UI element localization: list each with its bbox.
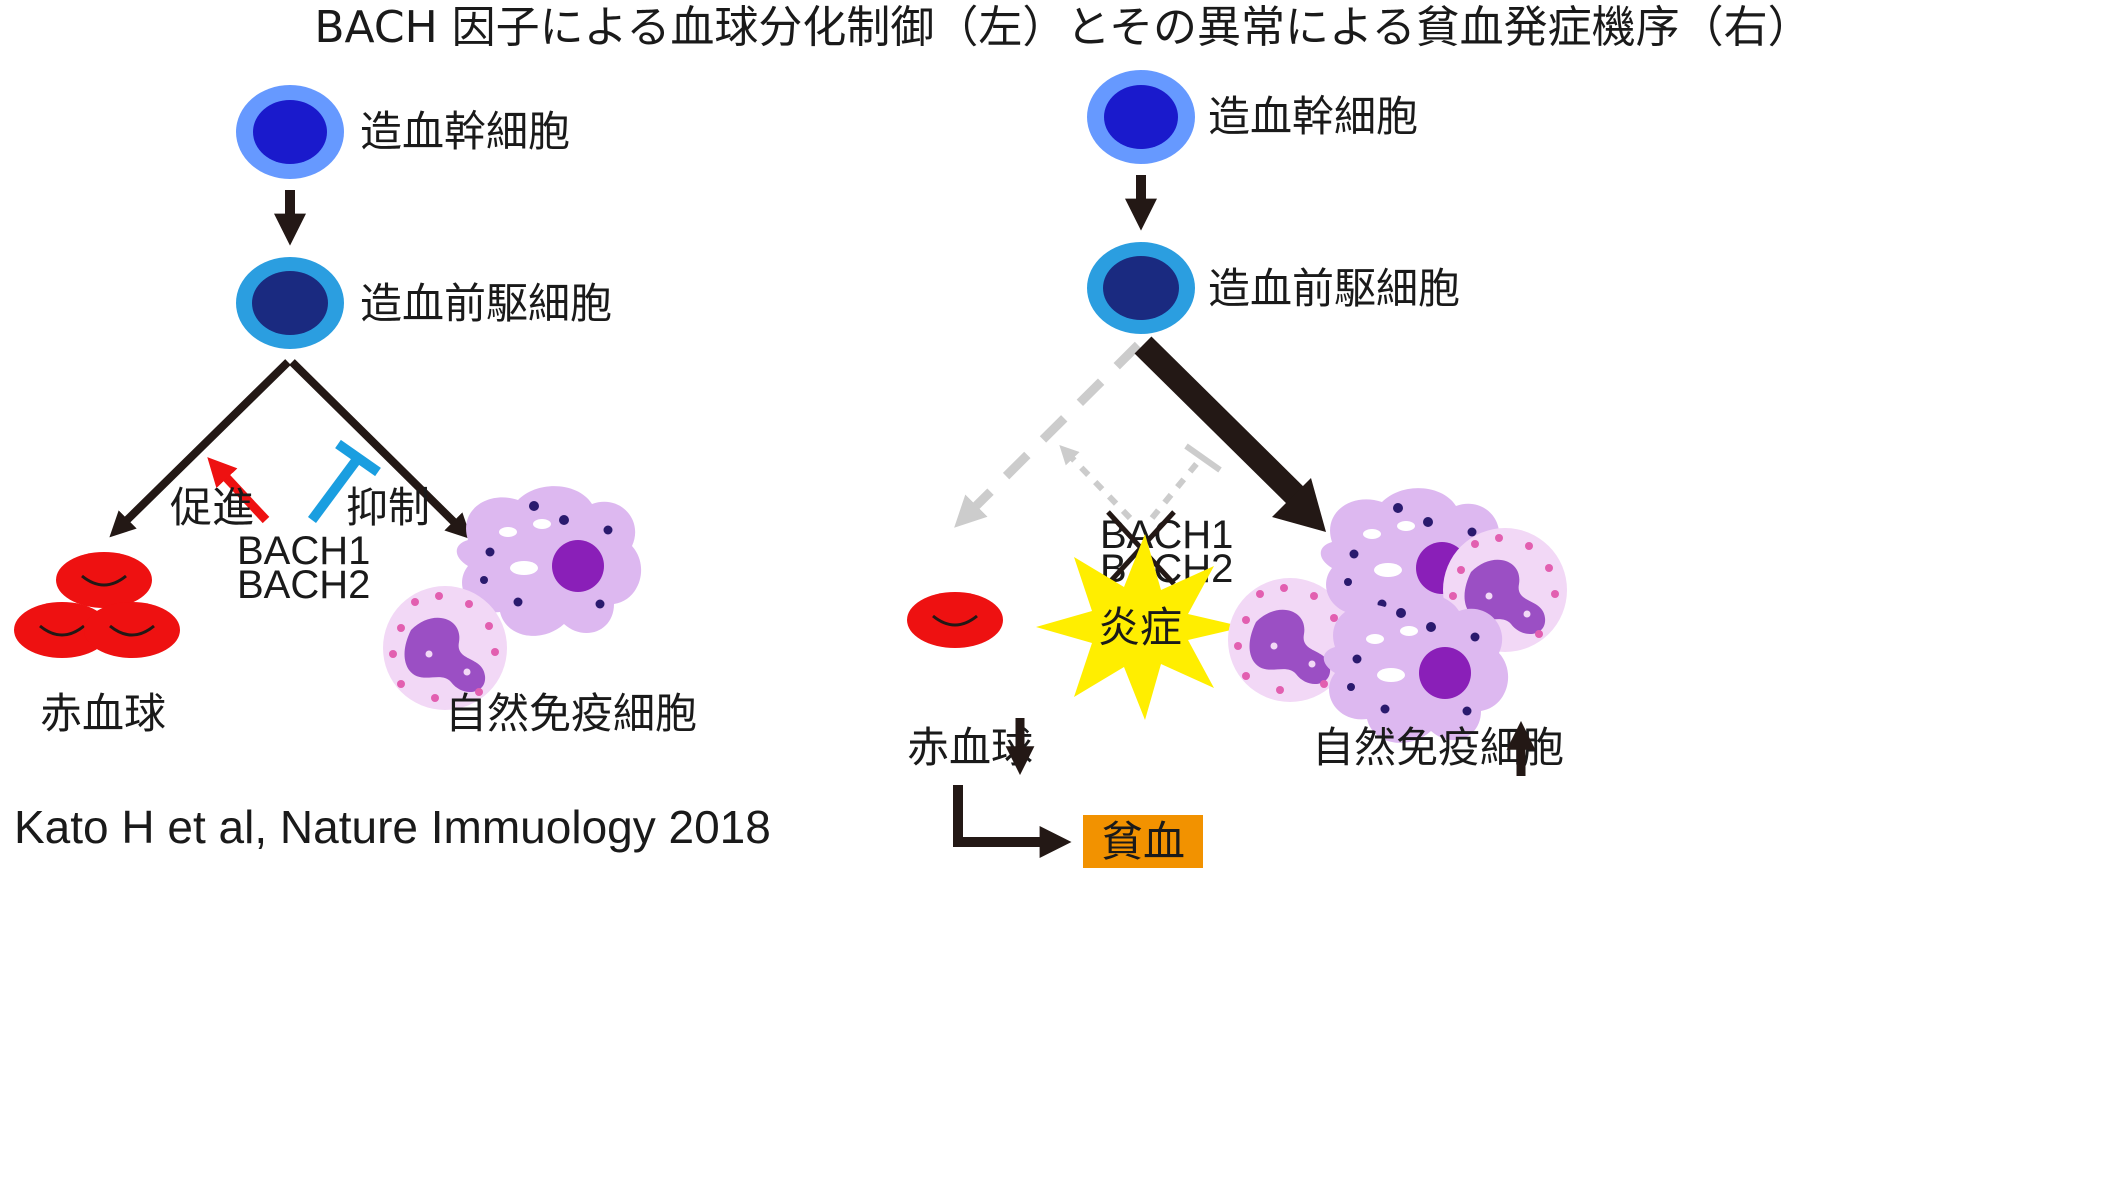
- anemia-label: 貧血: [1101, 817, 1185, 866]
- left-to-innate-arrow: [289, 359, 472, 540]
- enhanced-innate-path-head: [1272, 478, 1326, 532]
- suppress-arrow: [307, 439, 381, 523]
- anemia-box: [1083, 815, 1203, 868]
- right-panel: 造血幹細胞 造血前駆細胞 BACH1 BACH2 炎症 赤血球: [905, 70, 1567, 868]
- promote-label: 促進: [170, 483, 254, 532]
- left-bach1-label: BACH1: [237, 529, 370, 573]
- right-rbc: [905, 590, 1005, 650]
- left-to-erythrocyte-arrow: [109, 359, 291, 538]
- left-progenitor-cell: [236, 257, 344, 349]
- right-hsc-cell: [1087, 70, 1195, 164]
- right-macrophage-2: [1323, 593, 1509, 743]
- enhanced-innate-path: [1134, 336, 1311, 511]
- left-hsc-label: 造血幹細胞: [360, 107, 570, 156]
- left-progenitor-label: 造血前駆細胞: [360, 279, 612, 328]
- right-erythrocyte-label: 赤血球: [907, 723, 1033, 772]
- left-panel: 造血幹細胞 造血前駆細胞 促進 抑制 BACH1 BACH2 赤血球 自然免疫細…: [12, 85, 771, 853]
- left-bach2-label: BACH2: [237, 563, 370, 607]
- left-erythrocyte-label: 赤血球: [40, 689, 166, 738]
- left-rbc-3: [82, 600, 182, 660]
- leads-to-anemia-arrow: [953, 785, 1072, 859]
- right-progenitor-cell: [1087, 242, 1195, 334]
- right-progenitor-label: 造血前駆細胞: [1208, 264, 1460, 313]
- right-hsc-label: 造血幹細胞: [1208, 92, 1418, 141]
- figure-title: BACH 因子による血球分化制御（左）とその異常による貧血発症機序（右）: [314, 2, 1811, 53]
- reduced-erythrocyte-path: [954, 341, 1142, 528]
- inflammation-burst: [1036, 534, 1244, 720]
- left-rbc-1: [54, 550, 154, 610]
- inflammation-label: 炎症: [1098, 603, 1182, 652]
- left-innate-label: 自然免疫細胞: [445, 689, 697, 738]
- right-innate-label: 自然免疫細胞: [1312, 723, 1564, 772]
- left-hsc-cell: [236, 85, 344, 179]
- lost-bach-regulation-paths: [1059, 443, 1222, 521]
- promote-arrow: [207, 457, 270, 524]
- suppress-label: 抑制: [346, 483, 430, 532]
- citation: Kato H et al, Nature Immuology 2018: [14, 801, 771, 853]
